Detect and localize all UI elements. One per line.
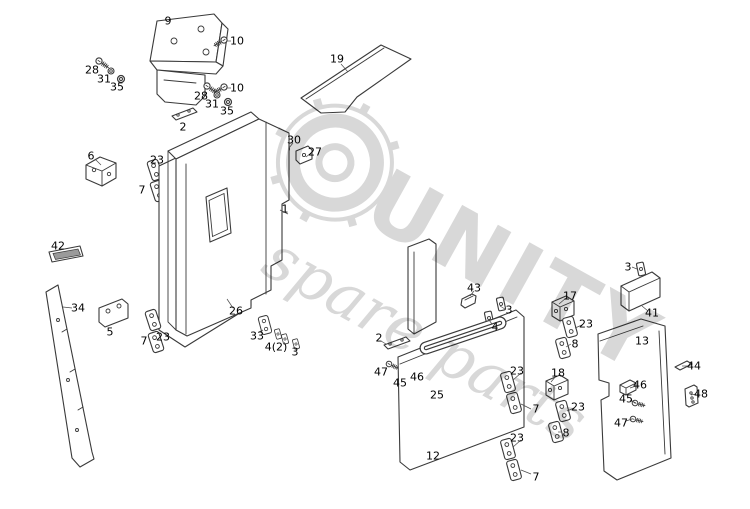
part-label-12: 12 [426, 449, 440, 463]
part-label-42: 42 [51, 239, 65, 253]
part-label-8-b: 8 [562, 426, 570, 440]
part-label-45-right: 45 [619, 392, 633, 406]
part-label-43: 43 [467, 281, 481, 295]
part-19-panel-drawing [300, 44, 412, 114]
part-label-17: 17 [563, 289, 577, 303]
part-label-27: 27 [308, 145, 322, 159]
part-label-3-a: 3 [291, 345, 299, 359]
part-label-7-a: 7 [138, 183, 146, 197]
part-label-7-d: 7 [532, 470, 540, 484]
part-label-31-left: 31 [97, 72, 111, 86]
part-label-8-a: 8 [571, 337, 579, 351]
part-label-2-top: 2 [179, 120, 187, 134]
part-2-strip-mid-drawing [383, 336, 411, 350]
part-label-34: 34 [71, 301, 85, 315]
part-6-bracket-drawing [85, 156, 117, 187]
parts-44-48-drawing [674, 360, 699, 408]
part-2-strip-top-drawing [171, 107, 198, 121]
part-label-47-left: 47 [374, 365, 388, 379]
part-label-1: 1 [281, 202, 289, 216]
part-41-bracket-drawing [620, 271, 661, 312]
part-17-bracket-drawing [551, 295, 575, 322]
part-label-23-e: 23 [571, 400, 585, 414]
part-label-23-a: 23 [150, 153, 164, 167]
parts-46-45-47-right-cluster-drawing [619, 379, 647, 425]
part-label-10-bottom: 10 [230, 81, 244, 95]
part-9-bracket-drawing [149, 13, 229, 106]
part-label-46-left: 46 [410, 370, 424, 384]
part-label-3-b: 3 [505, 303, 513, 317]
part-label-35-left: 35 [110, 80, 124, 94]
part-label-46-right: 46 [633, 378, 647, 392]
part-42-strip-drawing [48, 245, 84, 263]
part-label-23-d: 23 [510, 364, 524, 378]
part-label-35-mid: 35 [220, 104, 234, 118]
part-label-41: 41 [645, 306, 659, 320]
part-label-33: 33 [250, 329, 264, 343]
part-label-7-b: 7 [140, 334, 148, 348]
part-label-19: 19 [330, 52, 344, 66]
part-label-26: 26 [229, 304, 243, 318]
part-label-4-b: 4 [491, 320, 499, 334]
part-label-45-left: 45 [393, 376, 407, 390]
part-label-31-mid: 31 [205, 97, 219, 111]
part-label-13: 13 [635, 334, 649, 348]
part-label-47-right: 47 [614, 416, 628, 430]
part-label-23-f: 23 [510, 431, 524, 445]
part-label-48: 48 [694, 387, 708, 401]
part-label-3-c: 3 [624, 260, 632, 274]
part-13-panel-drawing [597, 318, 672, 481]
part-label-10-top: 10 [230, 34, 244, 48]
part-1-26-door-panel-drawing [158, 111, 290, 348]
part-label-30: 30 [287, 133, 301, 147]
part-25-12-door-panel-drawing [397, 238, 525, 471]
part-label-18: 18 [551, 366, 565, 380]
part-label-23-c: 23 [579, 317, 593, 331]
part-label-28-mid: 28 [194, 89, 208, 103]
part-label-4-2: 4(2) [264, 340, 288, 354]
part-34-trim-strip-drawing [45, 284, 95, 468]
part-label-44: 44 [687, 359, 701, 373]
part-label-7-c: 7 [532, 402, 540, 416]
part-label-5: 5 [106, 325, 114, 339]
part-label-28-left: 28 [85, 63, 99, 77]
unity-gear-icon [270, 98, 400, 228]
part-label-2-mid: 2 [375, 331, 383, 345]
part-label-25: 25 [430, 388, 444, 402]
part-5-plate-drawing [98, 298, 129, 328]
part-label-6: 6 [87, 149, 95, 163]
part-label-9: 9 [164, 14, 172, 28]
part-label-23-b: 23 [156, 330, 170, 344]
